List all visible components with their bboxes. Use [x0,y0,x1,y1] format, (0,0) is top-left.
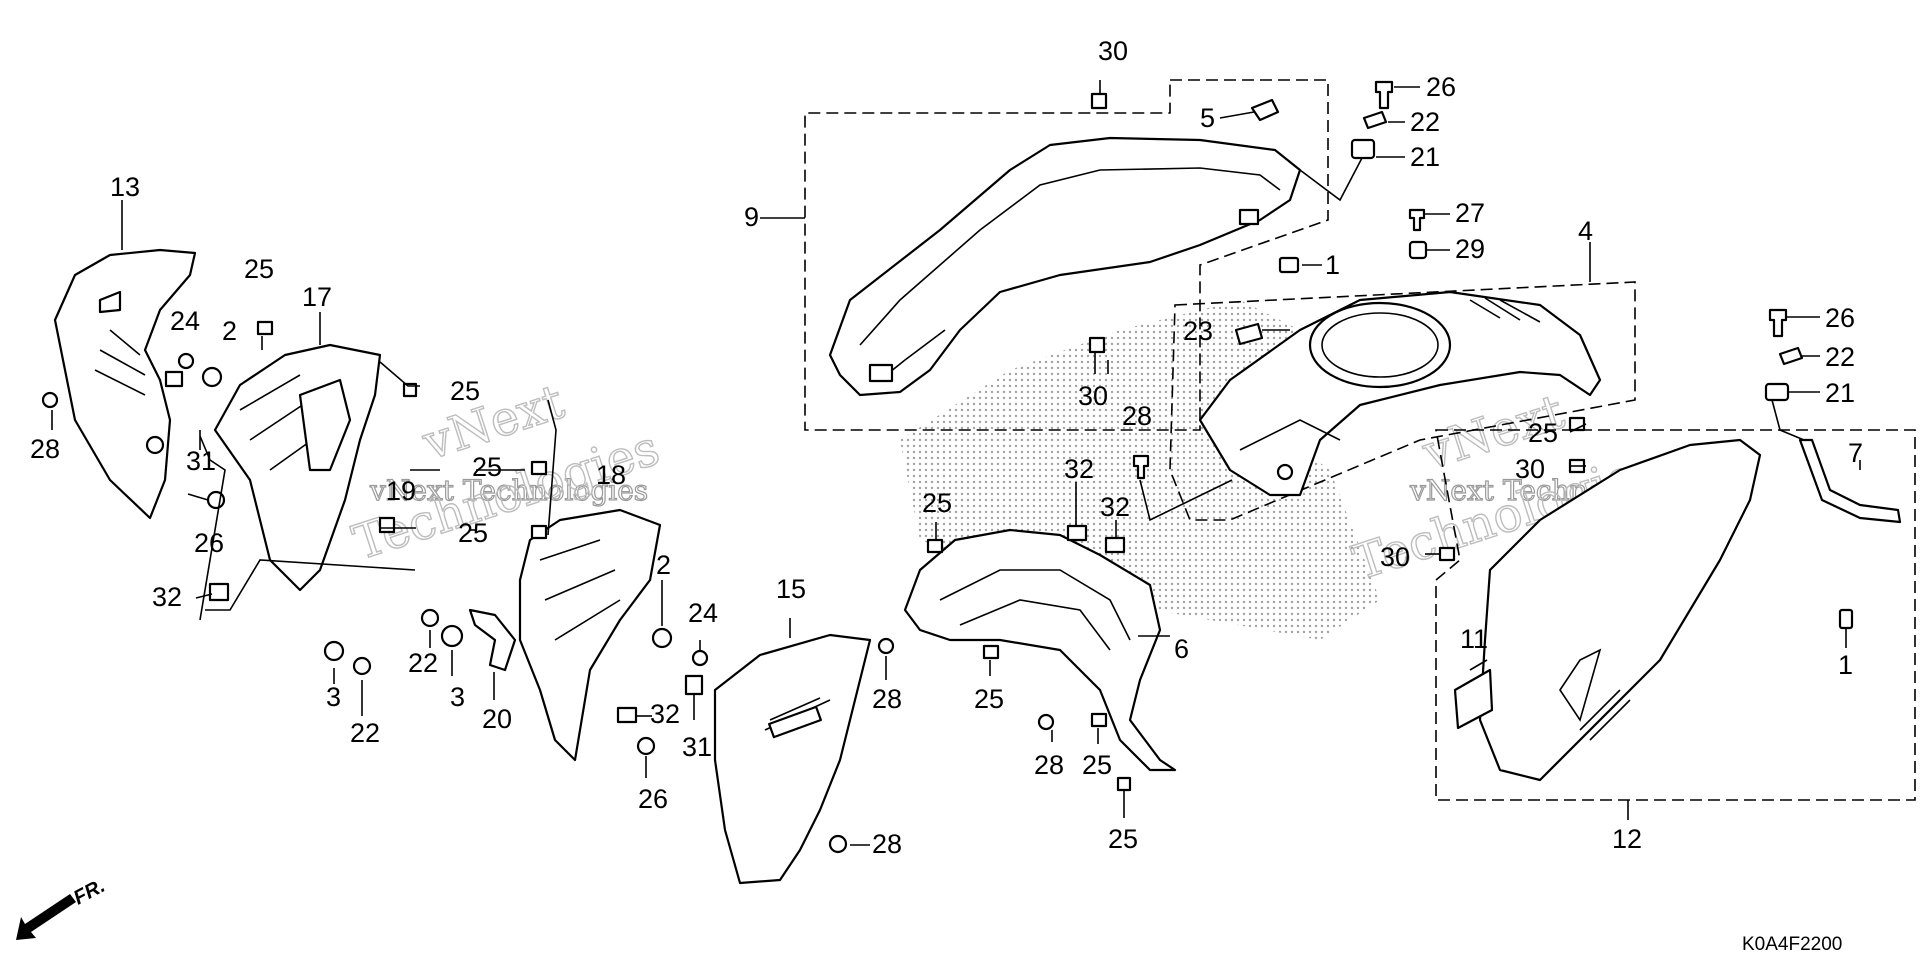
assembly-box-9 [804,79,1329,431]
callout-27: 27 [1455,198,1485,228]
part-4-center-cover [1198,290,1602,497]
part-11-emblem [1453,668,1494,730]
callout-24: 24 [688,598,718,628]
callout-24: 24 [170,306,200,336]
callout-3: 3 [450,682,465,712]
callout-18: 18 [596,460,626,490]
front-direction-indicator: FR. [16,875,109,940]
callout-28: 28 [30,434,60,464]
callout-26: 26 [638,784,668,814]
callout-15: 15 [776,574,806,604]
part-9-upper-cover [828,136,1302,397]
part-15-side-panel [713,633,872,885]
front-label: FR. [70,875,109,910]
callout-30: 30 [1380,542,1410,572]
callout-30: 30 [1098,36,1128,66]
callout-3: 3 [326,682,341,712]
callout-32: 32 [650,699,680,729]
callout-32: 32 [1064,454,1094,484]
callout-25: 25 [1082,750,1112,780]
callout-9: 9 [744,202,759,232]
callout-19: 19 [386,476,416,506]
callout-1: 1 [1838,650,1853,680]
assembly-box-12 [1435,429,1916,801]
callout-26: 26 [194,528,224,558]
hardware-fasteners [41,80,1854,854]
callout-25: 25 [922,488,952,518]
callout-11: 11 [1460,624,1488,654]
callout-30: 30 [1078,381,1108,411]
callout-26: 26 [1426,72,1456,102]
part-7-trim-strip [1798,438,1902,524]
part-12-right-cover [1478,438,1762,782]
diagram-code: K0A4F2200 [1742,934,1842,955]
callout-25: 25 [244,254,274,284]
callout-32: 32 [152,582,182,612]
callout-31: 31 [186,446,216,476]
assembly-box-4 [1169,281,1636,521]
callout-13: 13 [110,172,140,202]
callout-25: 25 [472,452,502,482]
callout-28: 28 [1034,750,1064,780]
callout-29: 29 [1455,234,1485,264]
callout-28: 28 [1122,401,1152,431]
watermark-text: vNext Technologies [369,474,648,507]
part-17-inner-fairing [213,343,382,592]
part-6-inner-frame [903,528,1177,772]
callout-20: 20 [482,704,512,734]
callout-22: 22 [350,718,380,748]
callout-4: 4 [1578,216,1593,246]
part-13-left-cover [53,248,197,520]
callout-25: 25 [1528,418,1558,448]
callout-25: 25 [450,376,480,406]
callout-28: 28 [872,684,902,714]
callout-28: 28 [872,829,902,859]
callout-25: 25 [458,518,488,548]
callout-25: 25 [1108,824,1138,854]
callout-31: 31 [682,732,712,762]
callout-23: 23 [1183,316,1213,346]
callout-1: 1 [1325,250,1340,280]
callout-32: 32 [1100,492,1130,522]
front-arrow-icon [16,894,76,940]
callout-17: 17 [302,282,332,312]
callout-21: 21 [1825,378,1855,408]
callout-5: 5 [1200,103,1215,133]
callout-22: 22 [1825,342,1855,372]
callout-2: 2 [222,316,237,346]
callout-26: 26 [1825,303,1855,333]
callout-21: 21 [1410,142,1440,172]
callout-22: 22 [1410,107,1440,137]
callout-6: 6 [1174,634,1189,664]
callout-25: 25 [974,684,1004,714]
callout-7: 7 [1848,438,1863,468]
callout-22: 22 [408,648,438,678]
callout-12: 12 [1612,824,1642,854]
callout-30: 30 [1515,454,1545,484]
callout-labels: 30 5 26 22 21 27 29 1 4 9 30 23 28 26 22… [30,36,1863,859]
part-20-bracket [468,608,517,672]
part-18-inner-fairing [518,508,662,762]
callout-2: 2 [656,550,671,580]
leader-lines [51,80,1861,846]
